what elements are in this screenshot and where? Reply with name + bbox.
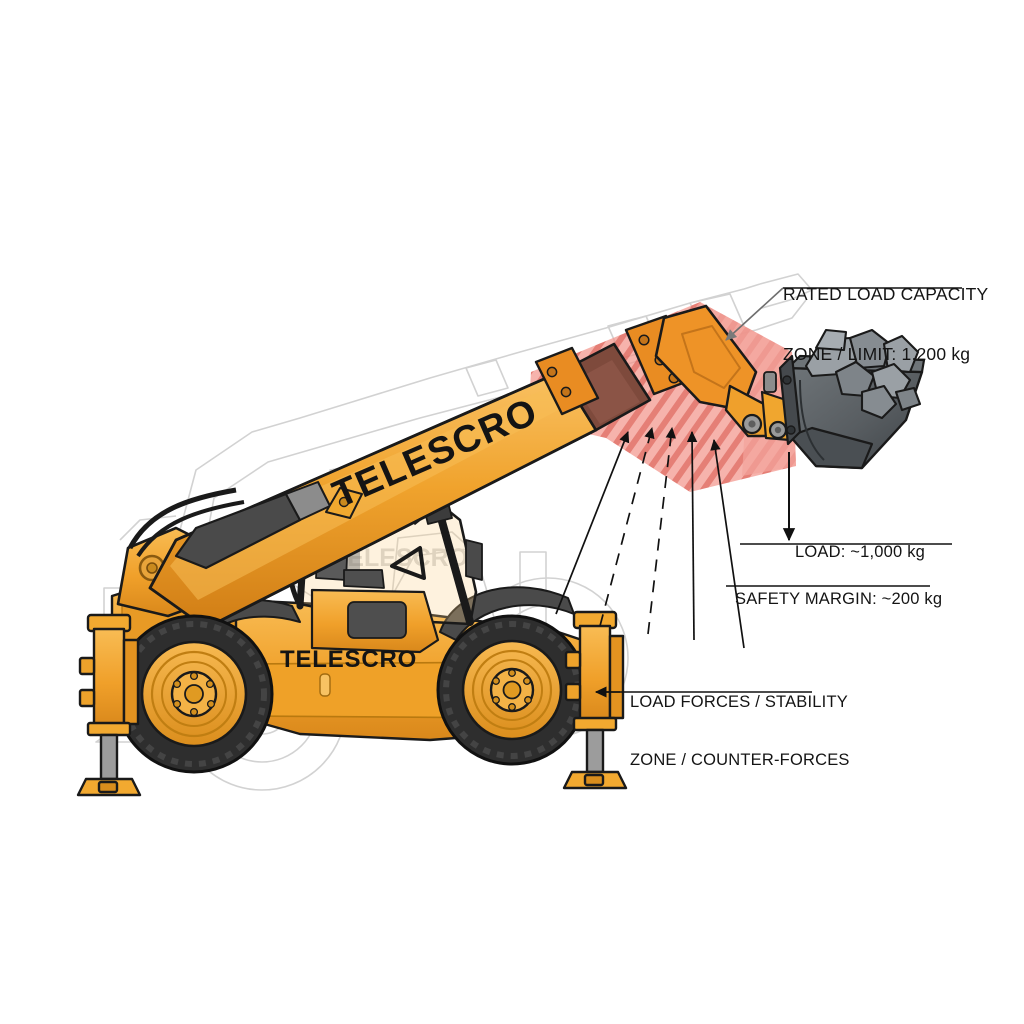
annotation-load-line1: LOAD: ~1,000 kg — [795, 543, 926, 562]
body-decal-text: TELESCRO — [280, 646, 417, 673]
rear-outrigger — [76, 613, 142, 797]
rear-wheel — [114, 614, 274, 774]
wheels — [114, 614, 588, 774]
front-wheel — [436, 614, 588, 766]
rock-load — [804, 328, 922, 420]
annotation-rated-line1: RATED LOAD CAPACITY — [783, 283, 989, 304]
bucket-with-load — [778, 328, 926, 470]
annotation-leader-lines — [594, 287, 962, 698]
annotation-rated-load-capacity: RATED LOAD CAPACITY ZONE / LIMIT: 1,200 … — [783, 243, 988, 405]
annotation-load-forces: LOAD FORCES / STABILITY ZONE / COUNTER-F… — [630, 655, 850, 808]
annotation-safety-margin: SAFETY MARGIN: ~200 kg — [735, 552, 942, 648]
front-outrigger — [562, 610, 628, 790]
annotation-load: LOAD: ~1,000 kg — [795, 505, 925, 601]
telescopic-boom — [116, 304, 792, 630]
annotation-rated-line2: ZONE / LIMIT: 1,200 kg — [783, 344, 971, 365]
annotation-forces-line1: LOAD FORCES / STABILITY — [630, 693, 848, 712]
load-force-arrows — [555, 426, 745, 649]
outriggers — [76, 610, 628, 797]
annotation-safety-line1: SAFETY MARGIN: ~200 kg — [735, 590, 943, 609]
annotation-forces-line2: ZONE / COUNTER-FORCES — [630, 750, 850, 769]
